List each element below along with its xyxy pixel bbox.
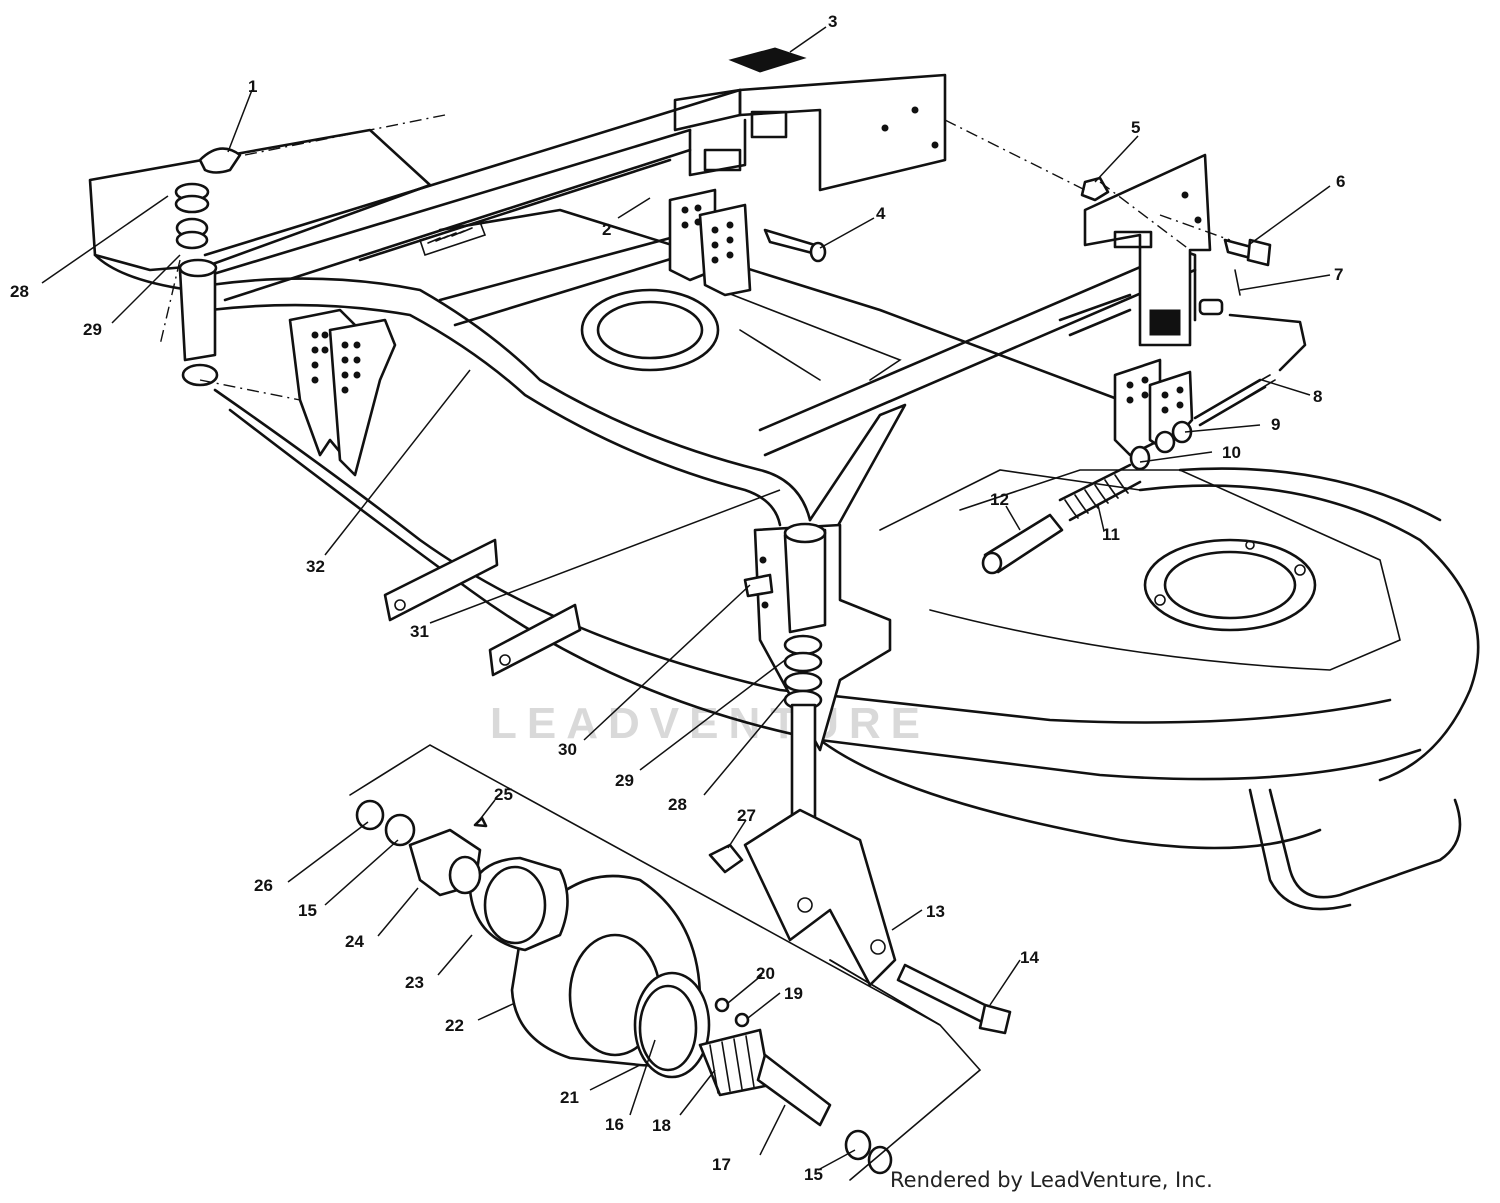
callout-8: 8 [1313,387,1322,406]
center-brackets [668,188,752,297]
callout-5: 5 [1131,118,1140,137]
callout-15-bottom: 15 [804,1165,823,1184]
callout-29-front: 29 [615,771,634,790]
callout-29-left: 29 [83,320,102,339]
hitch-plate [673,73,947,192]
render-credit: Rendered by LeadVenture, Inc. [890,1168,1213,1192]
lift-frame [203,88,1212,457]
callout-24: 24 [345,932,364,951]
small-hardware [763,176,1307,427]
callout-30: 30 [558,740,577,759]
callout-20: 20 [756,964,775,983]
callout-14: 14 [1020,948,1039,967]
wheel-assembly [355,799,893,1175]
front-pivot [743,522,892,752]
spring-assembly [981,420,1193,575]
callout-10: 10 [1222,443,1241,462]
callout-28-front: 28 [668,795,687,814]
leader-lines [41,26,1331,1171]
left-brackets [288,308,397,477]
callout-27: 27 [737,806,756,825]
assembly-guides [159,114,1231,1181]
callout-31: 31 [410,622,429,641]
callout-26: 26 [254,876,273,895]
left-pivot-hardware [174,147,242,387]
callout-11: 11 [1102,525,1120,544]
front-axle-tube [178,258,907,542]
part-3-pad [728,47,807,73]
callout-23: 23 [405,973,424,992]
axle-bolt [896,963,1012,1035]
callout-18: 18 [652,1116,671,1135]
callout-17: 17 [712,1155,731,1174]
watermark: LEADVENTURE [490,699,930,748]
callout-19: 19 [784,984,803,1003]
callout-25: 25 [494,785,513,804]
callout-16: 16 [605,1115,624,1134]
caster-fork [708,703,897,987]
callout-7: 7 [1334,265,1343,284]
callout-labels: 1 2 3 4 5 6 7 8 9 10 11 12 13 14 15 15 1… [10,12,1345,1184]
callout-15-top: 15 [298,901,317,920]
callout-22: 22 [445,1016,464,1035]
callout-3: 3 [828,12,837,31]
callout-4: 4 [876,204,886,223]
callout-1: 1 [248,77,257,96]
callout-12: 12 [990,490,1009,509]
callout-6: 6 [1336,172,1345,191]
callout-32: 32 [306,557,325,576]
callout-2: 2 [602,220,611,239]
mower-deck [88,128,1480,911]
callout-9: 9 [1271,415,1280,434]
callout-21: 21 [560,1088,579,1107]
deck-arms [383,538,582,677]
callout-28-left: 28 [10,282,29,301]
callout-13: 13 [926,902,945,921]
